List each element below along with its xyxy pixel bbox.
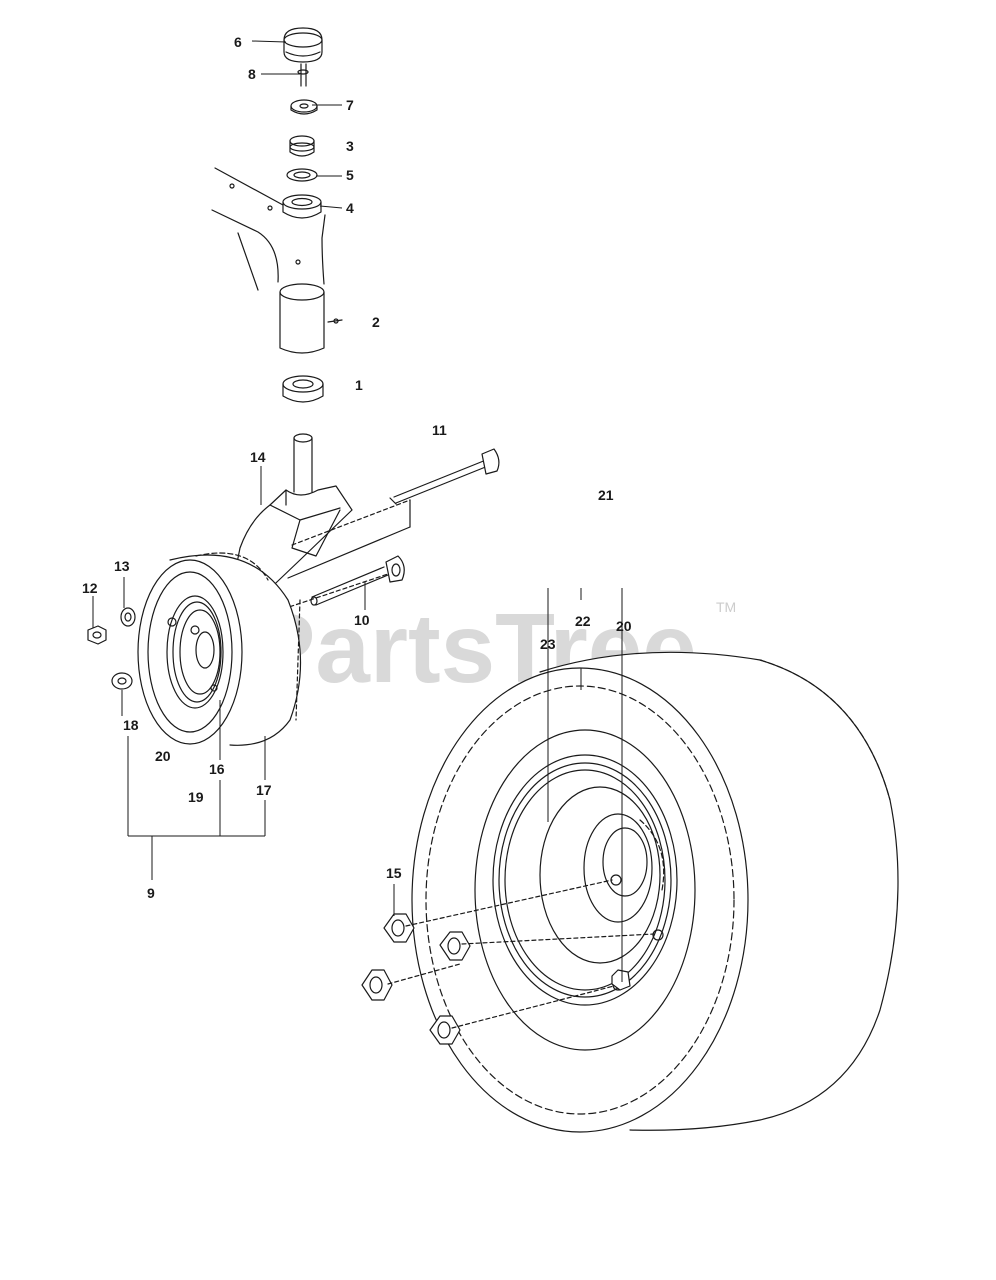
label-18: 18 [123, 717, 139, 733]
label-14: 14 [250, 449, 266, 465]
rear-tire-assembly [411, 651, 899, 1133]
label-1: 1 [355, 377, 363, 393]
label-7: 7 [346, 97, 354, 113]
castle-nut-part [289, 135, 315, 157]
thrust-washer-part [286, 168, 318, 182]
label-22: 22 [575, 613, 591, 629]
label-21: 21 [598, 487, 614, 503]
axle-bolt-part [389, 448, 500, 505]
label-5: 5 [346, 167, 354, 183]
grease-fitting-part [297, 63, 309, 87]
label-9: 9 [147, 885, 155, 901]
label-19: 19 [188, 789, 204, 805]
label-23: 23 [540, 636, 556, 652]
label-3: 3 [346, 138, 354, 154]
label-20-front: 20 [155, 748, 171, 764]
label-17: 17 [256, 782, 272, 798]
lug-nut-parts [361, 879, 655, 1045]
label-12: 12 [82, 580, 98, 596]
frame-arm [211, 167, 326, 291]
upper-bearing-part [282, 194, 322, 219]
watermark-trademark: TM [716, 599, 736, 615]
label-20-rear: 20 [616, 618, 632, 634]
label-10: 10 [354, 612, 370, 628]
label-15: 15 [386, 865, 402, 881]
spindle-housing-part [279, 283, 343, 354]
lock-nut-small-part [87, 625, 107, 645]
wheel-stud-part [611, 969, 631, 991]
label-2: 2 [372, 314, 380, 330]
lower-bearing-part [282, 375, 324, 403]
caster-wheel-assembly [137, 552, 302, 746]
label-13: 13 [114, 558, 130, 574]
flat-washer-small-part [120, 607, 136, 627]
washer-part [290, 99, 318, 115]
dust-cap-part [283, 27, 323, 63]
label-6: 6 [234, 34, 242, 50]
label-11: 11 [432, 422, 447, 438]
spacer-tube-part [310, 555, 405, 606]
label-4: 4 [346, 200, 354, 216]
label-8: 8 [248, 66, 256, 82]
label-16: 16 [209, 761, 225, 777]
washer-18-part [111, 672, 133, 690]
